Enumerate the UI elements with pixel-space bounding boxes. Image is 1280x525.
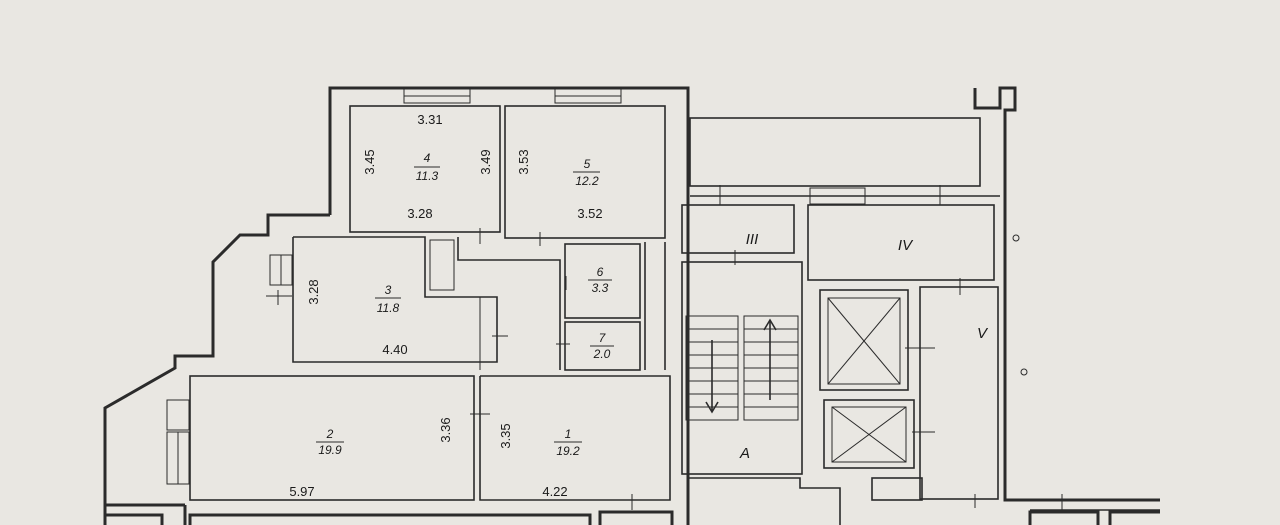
door-markers xyxy=(266,228,633,510)
room-4-number: 4 xyxy=(424,151,431,165)
common-area-walls xyxy=(686,86,1160,525)
room-4-width-bottom: 3.28 xyxy=(407,206,432,221)
room-7-area: 2.0 xyxy=(593,347,611,361)
room-2-number: 2 xyxy=(326,427,334,441)
hall-partitions xyxy=(457,237,666,370)
room-3-height-left: 3.28 xyxy=(306,279,321,304)
room-3-width-bottom: 4.40 xyxy=(382,342,407,357)
room-6: 6 3.3 xyxy=(564,243,641,319)
room-4-height-right: 3.49 xyxy=(478,149,493,174)
room-5-width-bottom: 3.52 xyxy=(577,206,602,221)
room-1: 4.22 3.35 1 19.2 xyxy=(479,375,671,501)
room-1-height-left: 3.35 xyxy=(498,423,513,448)
room-2: 5.97 3.36 2 19.9 xyxy=(189,375,475,501)
windows xyxy=(166,88,622,485)
room-3: 4.40 3.28 3 11.8 xyxy=(292,236,498,363)
room-1-number: 1 xyxy=(565,427,572,441)
bottom-walls xyxy=(103,510,674,525)
zone-III-label: III xyxy=(746,231,759,248)
zone-V-label: V xyxy=(977,325,989,342)
zone-III: III xyxy=(681,185,795,265)
common-area-bottom xyxy=(688,234,1063,525)
room-5: 3.52 3.53 5 12.2 xyxy=(504,105,666,239)
room-5-area: 12.2 xyxy=(575,174,599,188)
room-7: 7 2.0 xyxy=(564,321,641,371)
room-4: 3.31 3.28 3.45 3.49 4 11.3 xyxy=(349,105,501,233)
room-4-height-left: 3.45 xyxy=(362,149,377,174)
room-5-height-left: 3.53 xyxy=(516,149,531,174)
room-3-number: 3 xyxy=(385,283,392,297)
zone-IV: IV xyxy=(807,185,995,281)
room-4-width-top: 3.31 xyxy=(417,112,442,127)
stair-zone-A: A xyxy=(681,261,803,475)
room-2-height-right: 3.36 xyxy=(438,417,453,442)
room-6-area: 3.3 xyxy=(592,281,609,295)
room-6-number: 6 xyxy=(597,265,604,279)
elevator-shafts xyxy=(819,289,935,501)
zone-IV-label: IV xyxy=(898,237,914,254)
room-1-width-bottom: 4.22 xyxy=(542,484,567,499)
room-5-number: 5 xyxy=(584,157,591,171)
room-2-area: 19.9 xyxy=(318,443,342,457)
room-2-width-bottom: 5.97 xyxy=(289,484,314,499)
room-4-area: 11.3 xyxy=(416,169,439,183)
room-7-number: 7 xyxy=(599,331,607,345)
room-3-area: 11.8 xyxy=(377,301,400,315)
stair-zone-A-label: A xyxy=(739,445,750,462)
zone-V: V xyxy=(919,278,999,508)
room-1-area: 19.2 xyxy=(556,444,580,458)
